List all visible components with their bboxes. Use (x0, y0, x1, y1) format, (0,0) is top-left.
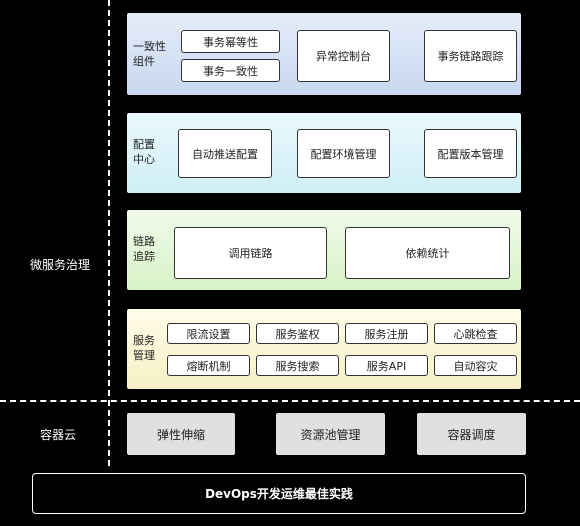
box-elastic-scaling: 弹性伸缩 (127, 413, 235, 455)
box-transaction-consistency: 事务一致性 (181, 59, 280, 82)
box-service-api: 服务API (345, 355, 428, 376)
trace-layer-label: 链路 追踪 (133, 235, 155, 263)
microservice-governance-label: 微服务治理 (30, 258, 91, 272)
box-config-version-management: 配置版本管理 (424, 129, 517, 178)
box-transaction-idempotency: 事务幂等性 (181, 30, 280, 53)
box-config-env-management: 配置环境管理 (297, 129, 390, 178)
box-dependency-stats: 依赖统计 (345, 227, 510, 279)
trace-layer: 链路 追踪 调用链路 依赖统计 (127, 210, 521, 290)
container-cloud-label: 容器云 (40, 428, 77, 442)
box-circuit-breaker: 熔断机制 (167, 355, 250, 376)
consistency-layer: 一致性 组件 事务幂等性 事务一致性 异常控制台 事务链路跟踪 (127, 13, 521, 95)
box-service-register: 服务注册 (345, 323, 428, 344)
box-service-auth: 服务鉴权 (256, 323, 339, 344)
box-service-search: 服务搜索 (256, 355, 339, 376)
box-resource-pool: 资源池管理 (276, 413, 385, 455)
devops-bar: DevOps开发运维最佳实践 (32, 473, 526, 514)
box-call-chain: 调用链路 (174, 227, 327, 279)
box-heartbeat-check: 心跳检查 (434, 323, 517, 344)
box-exception-console: 异常控制台 (297, 30, 390, 82)
box-transaction-trace: 事务链路跟踪 (424, 30, 517, 82)
box-rate-limit: 限流设置 (167, 323, 250, 344)
horizontal-divider (0, 400, 580, 402)
box-auto-push-config: 自动推送配置 (178, 129, 272, 178)
vertical-divider (108, 0, 110, 466)
service-management-label: 服务 管理 (133, 334, 155, 362)
config-center-label: 配置 中心 (133, 138, 155, 166)
consistency-layer-label: 一致性 组件 (133, 40, 166, 68)
box-container-scheduling: 容器调度 (417, 413, 526, 455)
config-center-layer: 配置 中心 自动推送配置 配置环境管理 配置版本管理 (127, 113, 521, 193)
box-auto-failover: 自动容灾 (434, 355, 517, 376)
service-management-layer: 服务 管理 限流设置 服务鉴权 服务注册 心跳检查 熔断机制 服务搜索 服务AP… (127, 309, 521, 389)
